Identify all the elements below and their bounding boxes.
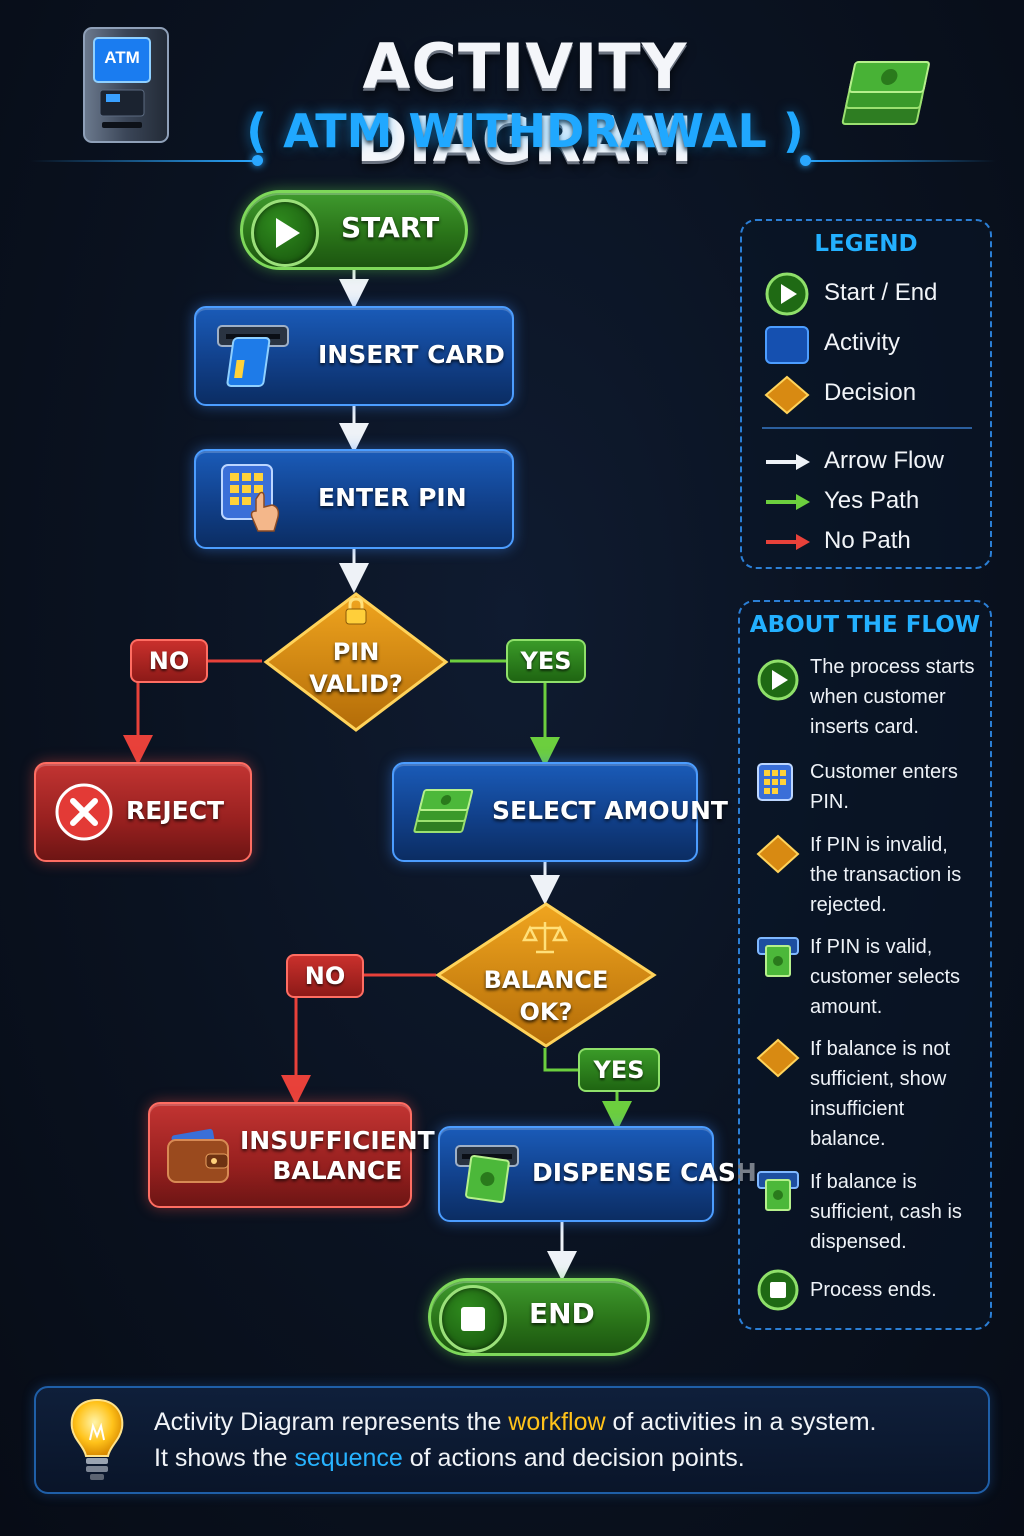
footer-note: Activity Diagram represents the workflow… [34,1386,990,1494]
legend-yes-path: Yes Path [824,487,920,514]
footer-line-1: Activity Diagram represents the workflow… [154,1408,876,1437]
legend-no-path: No Path [824,527,911,554]
insufficient-line1: INSUFFICIENT [240,1126,435,1155]
play-circle-icon [765,272,809,316]
cash-icon [413,789,474,833]
play-circle-icon [757,659,799,701]
insufficient-balance-label: INSUFFICIENT BALANCE [240,1126,435,1186]
close-icon [55,783,113,841]
insufficient-balance-node: INSUFFICIENT BALANCE [148,1102,435,1208]
scale-icon [522,922,568,954]
start-node: START [240,190,468,270]
pin-yes-tag: YES [506,639,586,683]
cash-slot-icon [757,1171,799,1211]
footer-line-2a: It shows the [154,1444,295,1472]
footer-line-1c: of activities in a system. [605,1408,877,1436]
about-item-3: If PIN is invalid, the transaction is re… [810,834,962,916]
keypad-icon [221,464,280,532]
blue-square-icon [765,326,809,364]
atm-screen-text: ATM [104,48,140,67]
about-title: ABOUT THE FLOW [749,612,981,638]
red-arrow-icon [766,534,810,550]
stop-circle-icon [439,1285,507,1353]
about-item-1: The process starts when customer inserts… [810,656,975,738]
legend-panel: LEGEND Start / End Activity Decision Arr… [740,219,992,569]
select-amount-label: SELECT AMOUNT [492,796,728,825]
balance-no-tag: NO [286,954,364,998]
enter-pin-label: ENTER PIN [318,483,467,512]
cash-slot-icon [757,937,799,977]
about-item-6: If balance is sufficient, cash is dispen… [810,1171,962,1253]
card-slot-icon [217,325,289,387]
footer-line-2: It shows the sequence of actions and dec… [154,1444,745,1473]
atm-machine-icon [83,27,169,143]
footer-line-2c: of actions and decision points. [402,1444,745,1472]
balance-yes-tag: YES [578,1048,660,1092]
insufficient-line2: BALANCE [272,1156,403,1185]
dispense-cash-node: DISPENSE CASH [438,1126,757,1222]
cash-stack-icon [841,61,930,125]
pin-valid-line2: VALID? [309,670,403,698]
reject-node: REJECT [34,762,252,862]
diamond-icon [756,1038,800,1078]
about-item-7: Process ends. [810,1279,937,1301]
pin-valid-line1: PIN [332,638,380,666]
green-arrow-icon [766,494,810,510]
page-title: ACTIVITY DIAGRAM [356,30,694,176]
page-subtitle: ( ATM WITHDRAWAL ) [246,104,804,158]
white-arrow-icon [766,454,810,470]
cash-slot-icon [455,1145,519,1204]
pin-valid-decision [263,592,449,732]
balance-ok-line1: BALANCE [483,966,609,994]
footer-line-1a: Activity Diagram represents the [154,1408,509,1436]
diamond-icon [764,375,810,415]
pin-no-tag: NO [130,639,208,683]
insert-card-label: INSERT CARD [318,340,505,369]
play-circle-icon [251,199,319,267]
select-amount-node: SELECT AMOUNT [392,762,728,862]
legend-decision: Decision [824,379,917,406]
lock-icon [345,597,367,625]
about-item-2: Customer enters PIN. [810,761,958,813]
diamond-icon [756,834,800,874]
about-item-5: If balance is not sufficient, show insuf… [810,1038,951,1150]
legend-start-end: Start / End [824,279,938,306]
about-item-4: If PIN is valid, customer selects amount… [810,936,961,1018]
wallet-icon [167,1128,229,1183]
end-node: END [428,1278,650,1356]
legend-title: LEGEND [814,231,918,257]
legend-divider [762,427,972,429]
footer-highlight-workflow: workflow [508,1408,606,1436]
stop-circle-icon [757,1269,799,1311]
footer-highlight-sequence: sequence [294,1444,403,1472]
legend-arrow-flow: Arrow Flow [824,447,945,474]
start-label: START [341,211,440,244]
insert-card-node: INSERT CARD [194,306,514,406]
dispense-cash-label: DISPENSE CASH [532,1158,757,1187]
line-balance-yes [543,1048,580,1072]
about-panel: ABOUT THE FLOW The process starts when c… [738,600,992,1330]
keypad-icon [757,763,793,801]
header-divider-right [806,160,996,162]
header-divider-dot-right [800,155,811,166]
reject-label: REJECT [126,796,225,825]
pin-valid-label: PIN VALID? [290,636,422,700]
end-label: END [529,1297,595,1330]
enter-pin-node: ENTER PIN [194,449,514,549]
header-divider-dot-left [252,155,263,166]
lightbulb-icon [70,1398,124,1480]
balance-ok-label: BALANCE OK? [476,964,616,1028]
legend-activity: Activity [824,329,901,356]
header-divider-left [30,160,256,162]
balance-ok-decision [435,902,657,1048]
balance-ok-line2: OK? [519,998,573,1026]
